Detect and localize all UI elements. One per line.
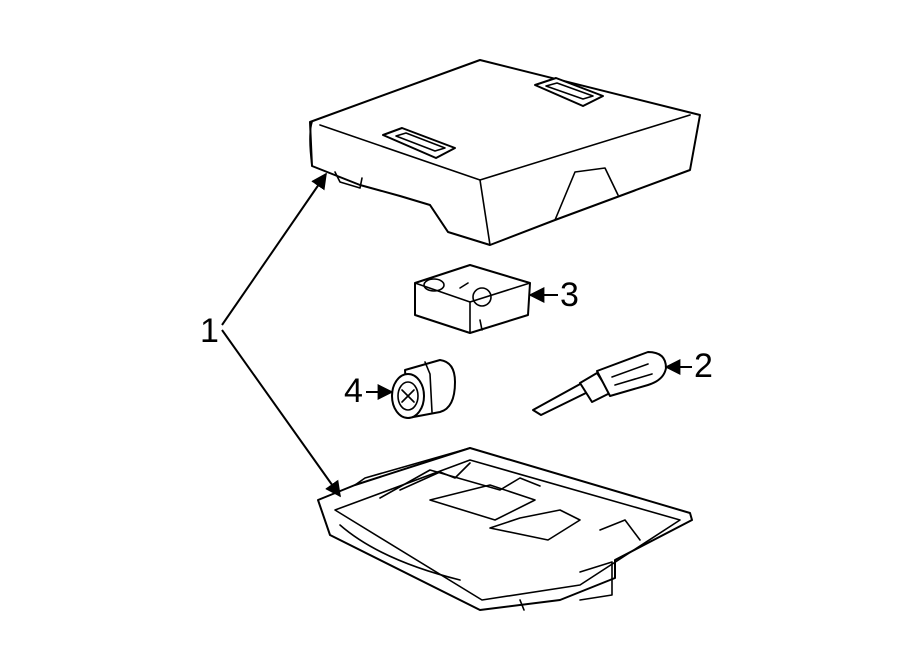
callout-label-4: 4 (344, 372, 363, 410)
valve-adapter (391, 359, 456, 419)
screwdriver (532, 351, 667, 416)
leader-line-1-upper (221, 172, 327, 326)
storage-cover (309, 59, 701, 246)
callout-label-3: 3 (560, 276, 579, 314)
callout-4: 4 (344, 372, 394, 410)
callout-2: 2 (664, 347, 713, 385)
callout-1: 1 (200, 172, 341, 498)
storage-tray (317, 447, 693, 611)
compressor-unit (414, 264, 531, 334)
leader-line-1-lower (221, 329, 341, 498)
callout-label-2: 2 (694, 347, 713, 385)
callout-label-1: 1 (200, 312, 219, 350)
callout-3: 3 (528, 276, 579, 314)
